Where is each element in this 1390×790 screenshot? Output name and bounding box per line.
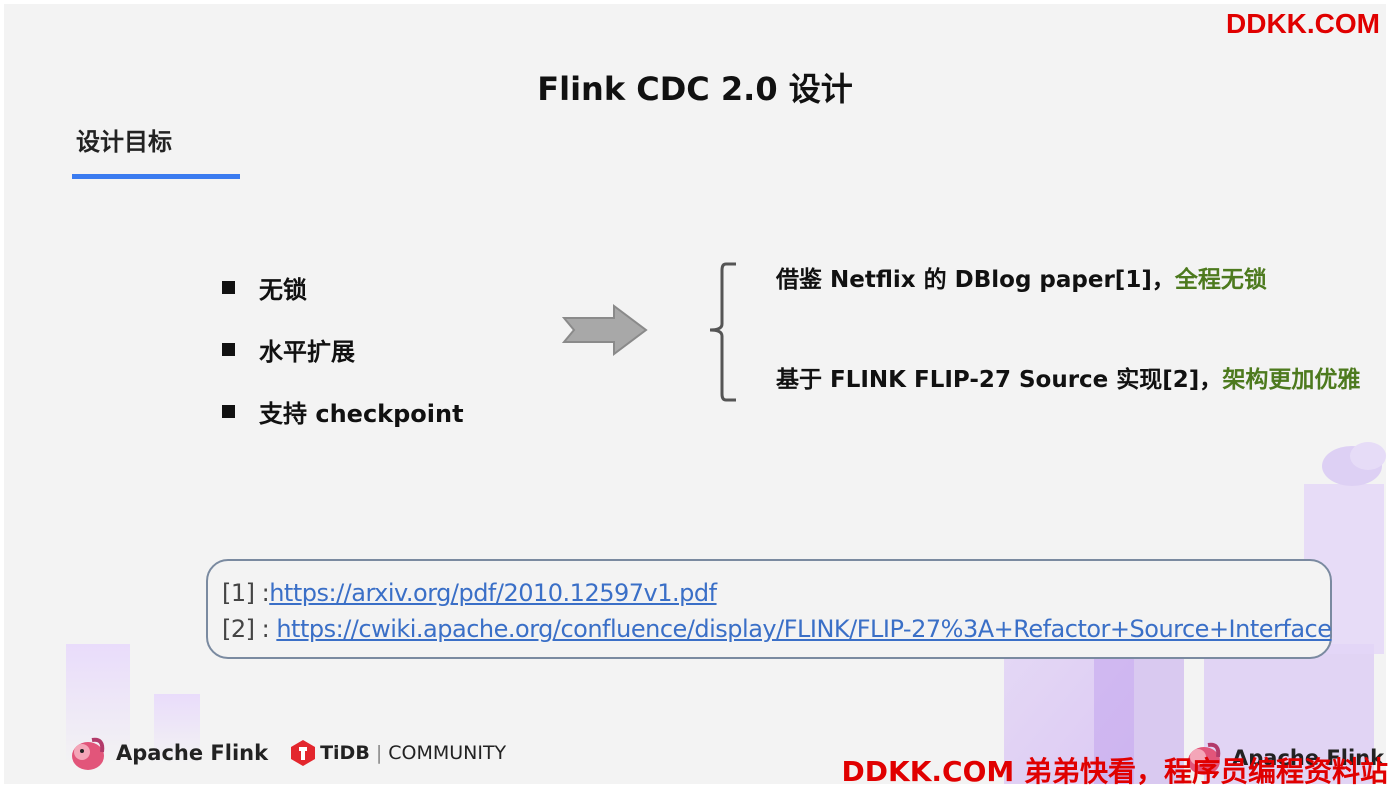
- right-arrow-icon: [562, 304, 650, 356]
- bullet-item: 支持 checkpoint: [222, 380, 464, 442]
- curly-brace-icon: [704, 262, 744, 402]
- reference-link-2[interactable]: https://cwiki.apache.org/confluence/disp…: [276, 615, 1331, 643]
- section-heading: 设计目标: [76, 122, 172, 157]
- slide-title: Flink CDC 2.0 设计: [4, 64, 1386, 110]
- reference-2: [2] : https://cwiki.apache.org/confluenc…: [222, 611, 1330, 647]
- tidb-community-logo: TiDB | COMMUNITY: [290, 739, 506, 767]
- design-point-2: 基于 FLINK FLIP-27 Source 实现[2]，架构更加优雅: [776, 360, 1360, 394]
- bullet-list: 无锁 水平扩展 支持 checkpoint: [222, 256, 464, 442]
- reference-link-1[interactable]: https://arxiv.org/pdf/2010.12597v1.pdf: [269, 579, 716, 607]
- apache-flink-wordmark: Apache Flink: [116, 741, 268, 765]
- flink-squirrel-logo-icon: [68, 734, 108, 772]
- footer-logos: Apache Flink TiDB | COMMUNITY: [68, 734, 506, 772]
- watermark-top: DDKK.COM: [1226, 8, 1380, 40]
- background-decoration: [4, 4, 1386, 784]
- reference-1: [1] :https://arxiv.org/pdf/2010.12597v1.…: [222, 575, 1330, 611]
- square-bullet-icon: [222, 405, 235, 418]
- section-underline: [72, 174, 240, 179]
- watermark-bottom: DDKK.COM 弟弟快看，程序员编程资料站: [842, 750, 1388, 790]
- tidb-logo-icon: [290, 739, 316, 767]
- bullet-item: 水平扩展: [222, 318, 464, 380]
- bullet-item: 无锁: [222, 256, 464, 318]
- square-bullet-icon: [222, 343, 235, 356]
- reference-box: [1] :https://arxiv.org/pdf/2010.12597v1.…: [206, 559, 1332, 659]
- design-point-1: 借鉴 Netflix 的 DBlog paper[1]，全程无锁: [776, 260, 1267, 294]
- slide: DDKK.COM Flink CDC 2.0 设计 设计目标 无锁 水平扩展 支…: [4, 4, 1386, 784]
- square-bullet-icon: [222, 281, 235, 294]
